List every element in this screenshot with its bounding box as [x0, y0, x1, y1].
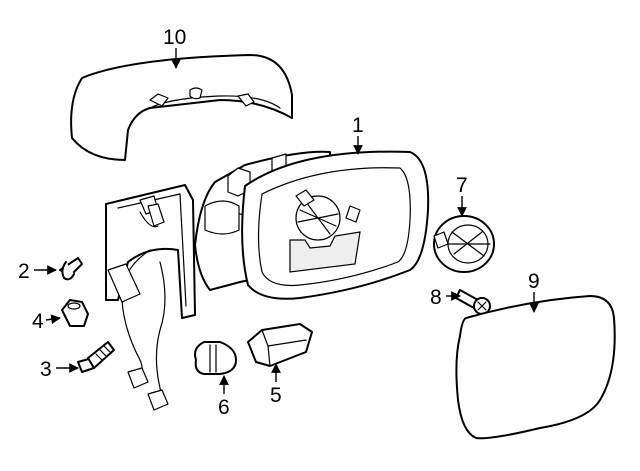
- callout-10: 10: [163, 26, 186, 49]
- part-5-lamp-module[interactable]: [247, 323, 313, 367]
- callout-2: 2: [18, 260, 30, 283]
- callout-8: 8: [430, 286, 442, 309]
- callout-6: 6: [218, 396, 230, 419]
- part-3-bolt[interactable]: [77, 341, 115, 373]
- part-6-bulb[interactable]: [194, 341, 237, 375]
- part-7-motor[interactable]: [433, 215, 495, 273]
- callout-3: 3: [40, 358, 52, 381]
- callout-4: 4: [32, 310, 44, 333]
- callout-leaders: [34, 48, 539, 394]
- callout-5: 5: [270, 384, 282, 407]
- part-1-mirror-assembly[interactable]: [105, 150, 430, 411]
- part-2-screw[interactable]: [59, 257, 83, 281]
- callout-labels: 10 1 7 2 4 3 5 6 8 9: [18, 26, 540, 419]
- part-4-nut[interactable]: [61, 299, 89, 327]
- part-8-screw[interactable]: [455, 289, 491, 315]
- part-9-mirror-glass[interactable]: [455, 295, 616, 440]
- callout-7: 7: [456, 174, 468, 197]
- callout-1: 1: [352, 114, 364, 137]
- callout-9: 9: [528, 270, 540, 293]
- part-10-mirror-cover[interactable]: [70, 54, 293, 161]
